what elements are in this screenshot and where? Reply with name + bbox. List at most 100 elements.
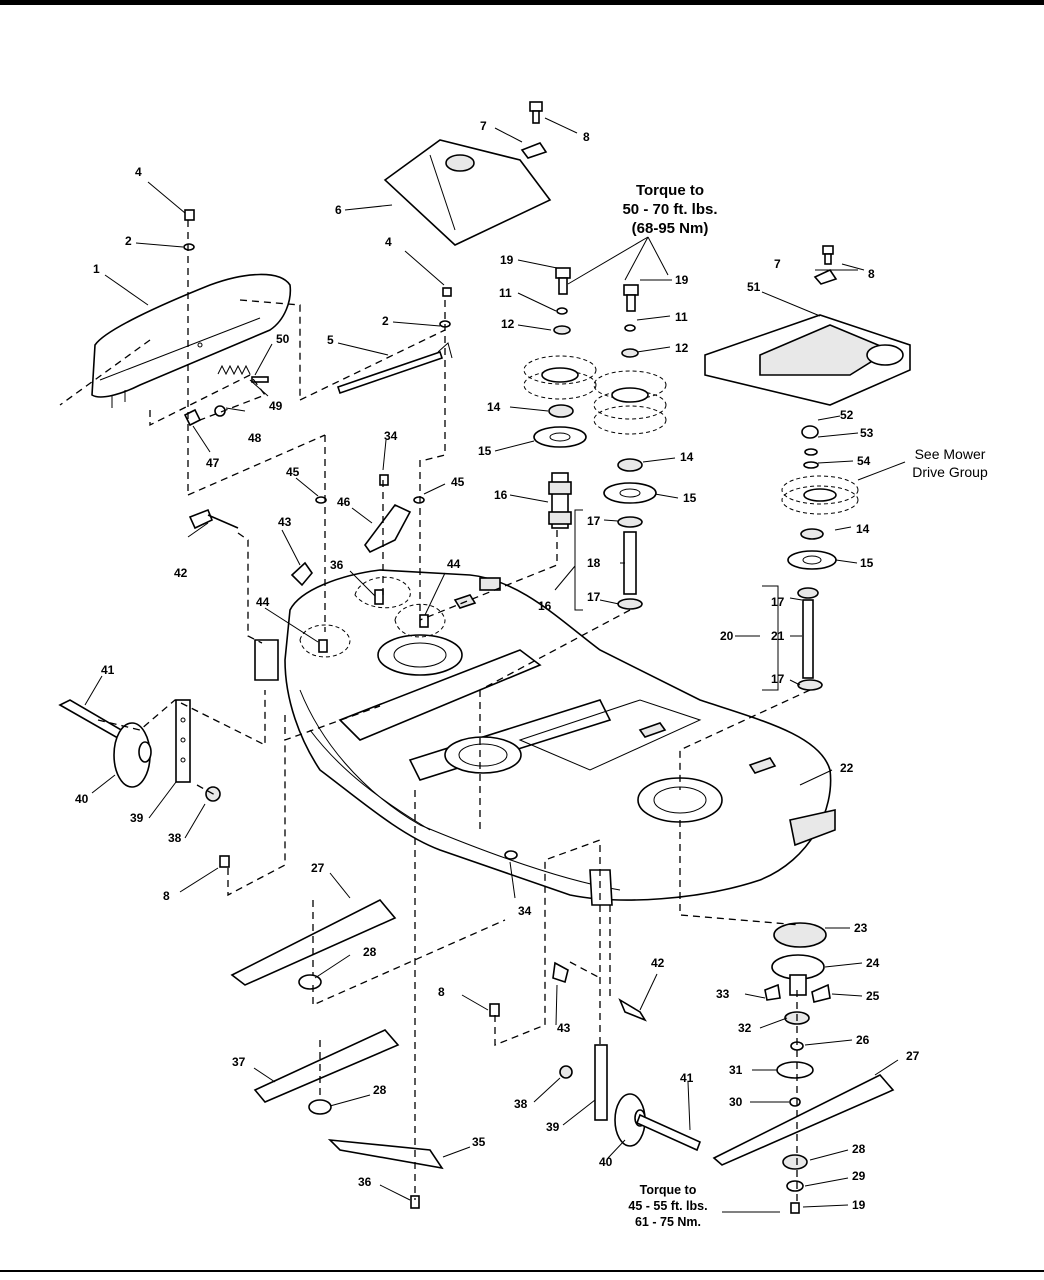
bottom-rule: [0, 1270, 1044, 1272]
callout-50: 50: [276, 332, 290, 346]
callout-39: 39: [130, 811, 144, 825]
callout-16: 16: [538, 599, 552, 613]
callout-8: 8: [583, 130, 590, 144]
torque-note-top-line3: (68-95 Nm): [632, 220, 709, 237]
right-gauge-wheel: [552, 961, 702, 1152]
mower-deck-housing: [254, 569, 836, 906]
callout-38: 38: [514, 1097, 528, 1111]
callout-24: 24: [866, 956, 880, 970]
spindle-pulleys: [523, 355, 859, 515]
callout-6: 6: [335, 203, 342, 217]
torque-note-top: Torque to 50 - 70 ft. lbs. (68-95 Nm): [622, 182, 717, 237]
assembly-dashed-lines: [59, 220, 811, 1205]
callout-17: 17: [587, 514, 601, 528]
callout-52: 52: [840, 408, 854, 422]
callout-15: 15: [683, 491, 697, 505]
callout-41: 41: [101, 663, 115, 677]
leader-lines: [84, 117, 906, 1213]
callout-38: 38: [168, 831, 182, 845]
callout-34: 34: [518, 904, 532, 918]
callout-19: 19: [852, 1198, 866, 1212]
torque-note-bottom-line1: Torque to: [640, 1183, 697, 1197]
callout-8: 8: [163, 889, 170, 903]
callout-8: 8: [438, 985, 445, 999]
callout-7: 7: [480, 119, 487, 133]
callout-15: 15: [860, 556, 874, 570]
callout-28: 28: [852, 1142, 866, 1156]
callout-12: 12: [675, 341, 689, 355]
callout-54: 54: [857, 454, 871, 468]
callout-53: 53: [860, 426, 874, 440]
see-mower-drive-note: See Mower Drive Group: [912, 446, 988, 480]
callout-5: 5: [327, 333, 334, 347]
torque-note-top-line2: 50 - 70 ft. lbs.: [622, 201, 717, 218]
callout-4: 4: [135, 165, 142, 179]
spindle-bolts: [520, 101, 838, 312]
spindle-shafts: [548, 472, 823, 691]
callout-17: 17: [587, 590, 601, 604]
right-pulley-cover: [704, 314, 911, 406]
callout-20: 20: [720, 629, 734, 643]
callout-11: 11: [675, 310, 688, 324]
callout-28: 28: [363, 945, 377, 959]
torque-note-bottom: Torque to 45 - 55 ft. lbs. 61 - 75 Nm.: [628, 1183, 707, 1229]
belt-cover: [91, 273, 292, 408]
callout-2: 2: [382, 314, 389, 328]
callout-2: 2: [125, 234, 132, 248]
callout-44: 44: [256, 595, 270, 609]
torque-note-bottom-line2: 45 - 55 ft. lbs.: [628, 1199, 707, 1213]
callout-32: 32: [738, 1021, 752, 1035]
callout-45: 45: [451, 475, 465, 489]
callout-46: 46: [337, 495, 351, 509]
callout-8: 8: [868, 267, 875, 281]
callout-26: 26: [856, 1033, 870, 1047]
callout-25: 25: [866, 989, 880, 1003]
spindle-bearings-and-housings: [533, 307, 837, 570]
callout-19: 19: [675, 273, 689, 287]
callout-15: 15: [478, 444, 492, 458]
callout-41: 41: [680, 1071, 694, 1085]
callout-14: 14: [680, 450, 694, 464]
lower-spindle-stack: [764, 922, 831, 1214]
callout-45: 45: [286, 465, 300, 479]
callout-14: 14: [856, 522, 870, 536]
left-gauge-wheel: [58, 508, 239, 802]
callout-42: 42: [651, 956, 665, 970]
torque-note-top-line1: Torque to: [636, 182, 704, 199]
see-mower-line2: Drive Group: [912, 464, 988, 480]
callout-11: 11: [499, 286, 512, 300]
callout-36: 36: [358, 1175, 372, 1189]
callout-49: 49: [269, 399, 283, 413]
callout-16: 16: [494, 488, 508, 502]
callout-31: 31: [729, 1063, 743, 1077]
callout-43: 43: [557, 1021, 571, 1035]
callout-37: 37: [232, 1055, 246, 1069]
callout-21: 21: [771, 629, 785, 643]
top-rule: [0, 0, 1044, 5]
callout-1: 1: [93, 262, 100, 276]
callout-4: 4: [385, 235, 392, 249]
callout-35: 35: [472, 1135, 486, 1149]
callout-22: 22: [840, 761, 854, 775]
callout-40: 40: [75, 792, 89, 806]
callout-18: 18: [587, 556, 601, 570]
callout-17: 17: [771, 672, 785, 686]
belt-guard-parts: [290, 474, 446, 658]
callout-44: 44: [447, 557, 461, 571]
callout-12: 12: [501, 317, 515, 331]
callout-33: 33: [716, 987, 730, 1001]
see-mower-line1: See Mower: [915, 446, 986, 462]
callout-47: 47: [206, 456, 220, 470]
mower-blades: [219, 850, 895, 1209]
callout-29: 29: [852, 1169, 866, 1183]
callout-7: 7: [774, 257, 781, 271]
callout-43: 43: [278, 515, 292, 529]
callout-51: 51: [747, 280, 761, 294]
callout-36: 36: [330, 558, 344, 572]
callout-48: 48: [248, 431, 262, 445]
callout-17: 17: [771, 595, 785, 609]
callout-27: 27: [311, 861, 325, 875]
callout-23: 23: [854, 921, 868, 935]
callout-34: 34: [384, 429, 398, 443]
